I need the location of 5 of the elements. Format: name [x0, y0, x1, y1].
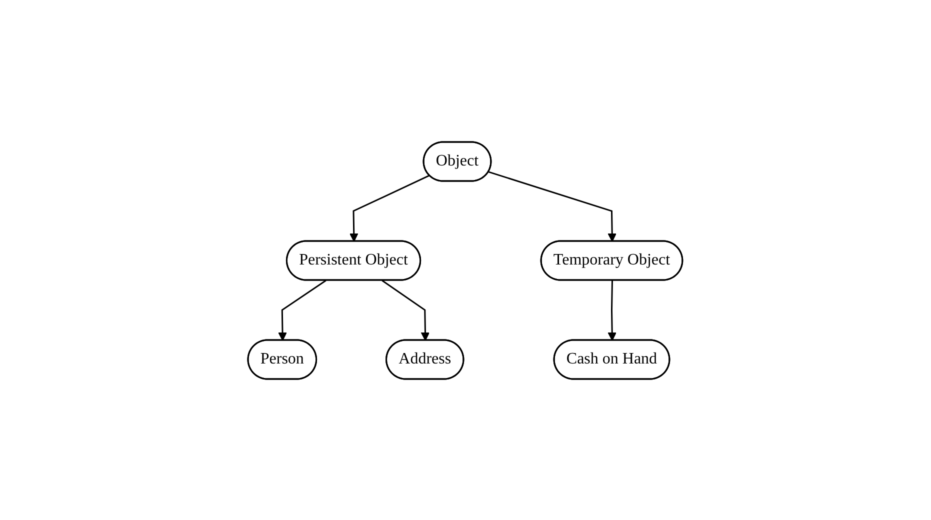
arrow [488, 170, 617, 242]
arrow [278, 279, 327, 340]
arrow [350, 174, 430, 242]
arrow [382, 279, 430, 340]
arrow [608, 280, 617, 340]
